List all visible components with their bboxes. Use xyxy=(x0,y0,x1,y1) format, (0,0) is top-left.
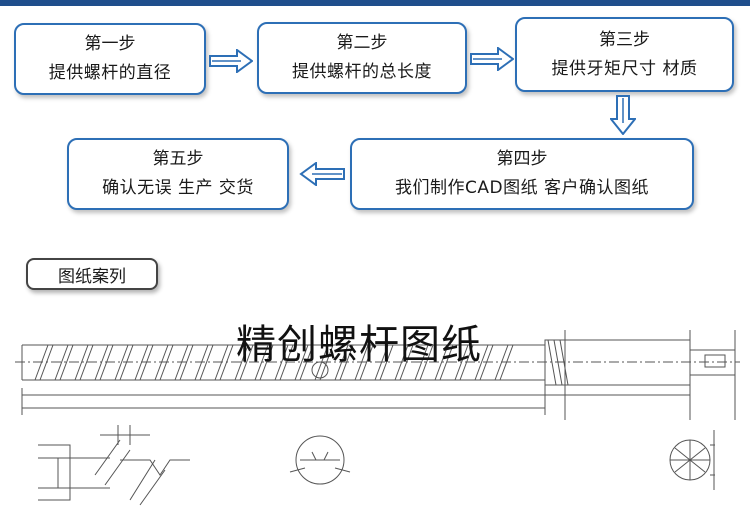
step-2-desc: 提供螺杆的总长度 xyxy=(292,62,432,82)
step-1-desc: 提供螺杆的直径 xyxy=(48,63,172,83)
detail-view-center xyxy=(295,435,345,485)
step-4-desc: 我们制作CAD图纸 客户确认图纸 xyxy=(395,178,649,198)
screw-flights xyxy=(34,344,514,381)
sample-drawing-label: 图纸案列 xyxy=(26,258,158,290)
detail-view-left xyxy=(38,444,110,501)
step-2-title: 第二步 xyxy=(336,33,388,53)
arrow-down-icon xyxy=(610,95,636,135)
drawing-title: 精创螺杆图纸 xyxy=(236,322,482,368)
step-2-box: 第二步 提供螺杆的总长度 xyxy=(257,22,467,94)
step-3-box: 第三步 提供牙矩尺寸 材质 xyxy=(515,17,734,92)
top-banner-strip xyxy=(0,0,750,6)
step-4-box: 第四步 我们制作CAD图纸 客户确认图纸 xyxy=(350,138,694,210)
arrow-right-icon xyxy=(470,47,514,71)
screw-technical-drawing xyxy=(15,330,740,506)
step-3-title: 第三步 xyxy=(599,29,650,50)
step-5-title: 第五步 xyxy=(152,149,204,169)
arrow-right-icon xyxy=(209,49,253,73)
step-3-desc: 提供牙矩尺寸 材质 xyxy=(551,58,698,79)
step-5-desc: 确认无误 生产 交货 xyxy=(102,178,254,198)
step-5-box: 第五步 确认无误 生产 交货 xyxy=(67,138,289,210)
arrow-left-icon xyxy=(299,162,345,186)
step-4-title: 第四步 xyxy=(496,149,548,169)
step-1-title: 第一步 xyxy=(84,34,136,54)
step-1-box: 第一步 提供螺杆的直径 xyxy=(14,23,206,95)
